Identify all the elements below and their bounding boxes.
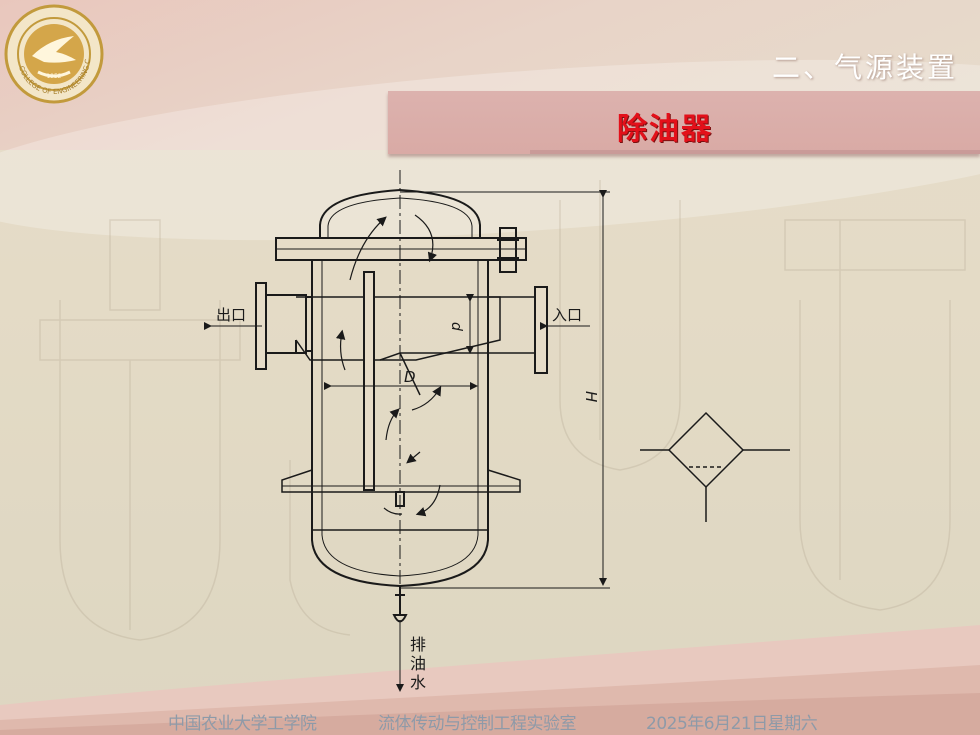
footer: 中国农业大学工学院 流体传动与控制工程实验室 2025年6月21日星期六 [0, 709, 980, 734]
D-label: D [404, 368, 416, 386]
H-label: H [582, 391, 600, 402]
inlet-label: 入口 [552, 306, 582, 324]
outlet-pipe [265, 294, 307, 354]
title-bar [388, 91, 980, 154]
section-title: 二、气源装置 [771, 51, 958, 84]
outlet-label: 出口 [216, 306, 246, 324]
college-seal-logo: COLLEGE OF ENGINEERING CAU 1952 [4, 4, 104, 104]
drain-valve [392, 586, 408, 623]
footer-institution: 中国农业大学工学院 [168, 714, 317, 734]
baffle [363, 271, 375, 491]
bottom-decoration [0, 625, 980, 735]
drain-label-3: 水 [410, 673, 426, 692]
slide-title: 除油器 [617, 112, 713, 147]
seal-year: 1952 [46, 73, 61, 80]
footer-lab: 流体传动与控制工程实验室 [378, 714, 577, 734]
oil-separator-symbol [640, 411, 790, 522]
drain-label-1: 排 [410, 635, 426, 654]
drain-label-2: 油 [410, 654, 426, 673]
footer-date: 2025年6月21日星期六 [646, 714, 818, 734]
oil-separator-diagram: 出口 入口 d D H 排 油 水 [204, 170, 790, 692]
title-bar-underline [530, 150, 980, 154]
d-label: d [448, 322, 464, 331]
